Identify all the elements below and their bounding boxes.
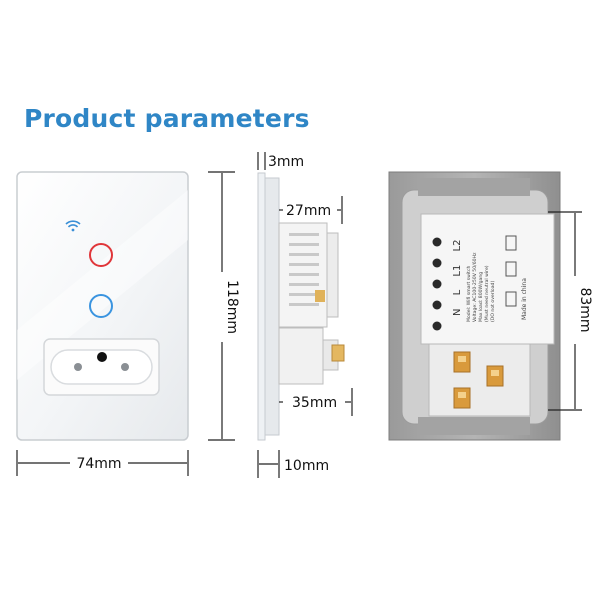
dim-side-depth-bottom: 35mm xyxy=(292,395,337,411)
terminal-l: L xyxy=(452,289,463,295)
dim-front-width: 74mm xyxy=(76,456,121,472)
svg-text:N L L1: N L L1 L2 xyxy=(452,240,463,317)
dim-side-panel: 3mm xyxy=(268,154,304,170)
wifi-icon xyxy=(65,220,81,232)
label-max-load: Max load: 800W/gang xyxy=(478,272,484,322)
label-warning: (DO not overload) xyxy=(490,281,496,322)
back-view: N L L1 L2 Model: Wifi smart switch Volta… xyxy=(388,171,593,441)
front-view: 74mm 118mm xyxy=(16,171,240,476)
dim-front-height: 118mm xyxy=(224,280,240,334)
label-voltage: Voltage: AC100-250V 50/60Hz xyxy=(472,252,478,322)
dim-side-bottom: 10mm xyxy=(284,458,329,474)
terminal-l2: L2 xyxy=(452,240,463,252)
touch-button-blue[interactable] xyxy=(89,294,113,318)
terminal-l1: L1 xyxy=(452,265,463,277)
label-neutral: (Must need neutral wire) xyxy=(484,265,490,322)
dim-back-height: 83mm xyxy=(577,287,593,332)
page-title: Product parameters xyxy=(24,104,310,133)
dim-side-depth-top: 27mm xyxy=(286,203,331,219)
label-model: Model: Wifi smart switch xyxy=(466,266,472,322)
certification-marks-icon xyxy=(505,235,517,307)
terminal-n: N xyxy=(452,309,463,316)
label-made-in: Made in china xyxy=(521,278,528,320)
power-socket xyxy=(43,338,160,396)
touch-button-red[interactable] xyxy=(89,243,113,267)
side-view: 3mm 27mm 35mm 10mm xyxy=(257,152,353,478)
